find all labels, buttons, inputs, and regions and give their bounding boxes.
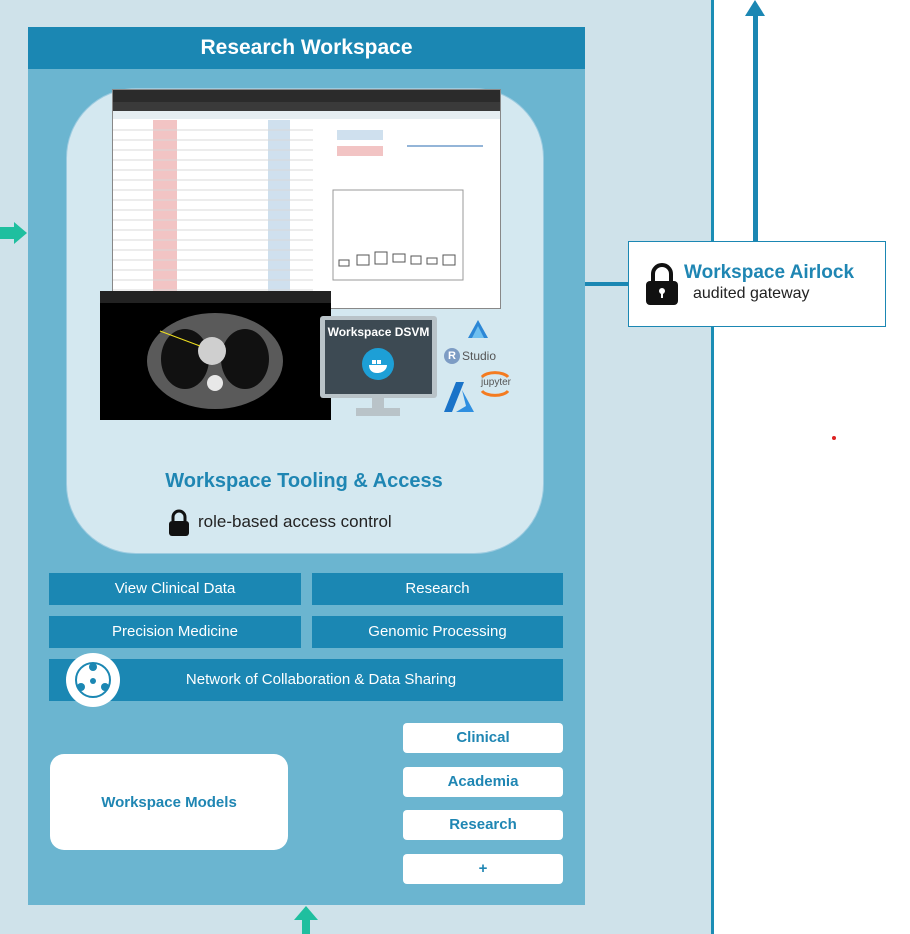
dsvm-label: Workspace DSVM (327, 325, 430, 339)
workspace-models-label: Workspace Models (101, 793, 237, 811)
left-arrow (0, 222, 27, 244)
ct-scan-graphic (100, 291, 331, 409)
rstudio-icon: R (444, 348, 460, 364)
red-dot (832, 436, 836, 440)
access-control-text: role-based access control (198, 512, 392, 531)
analytics-screenshot (112, 89, 501, 309)
tooling-title: Workspace Tooling & Access (165, 470, 443, 492)
jupyter-icon (480, 371, 510, 397)
airlock-subtitle: audited gateway (693, 285, 810, 302)
azure-icon (444, 382, 474, 412)
divider-line (711, 0, 714, 934)
bottom-arrow-head (294, 906, 318, 920)
model-add[interactable]: + (403, 854, 563, 884)
genomic-processing-button[interactable]: Genomic Processing (312, 616, 563, 648)
collaboration-icon (66, 653, 120, 707)
jupyter-logo-text: jupyter (481, 377, 512, 388)
model-clinical[interactable]: Clinical (403, 723, 563, 753)
precision-medicine-button[interactable]: Precision Medicine (49, 616, 301, 648)
model-research[interactable]: Research (403, 810, 563, 840)
workspace-models-box: Workspace Models (50, 754, 288, 850)
model-academia[interactable]: Academia (403, 767, 563, 797)
airlock-connector (585, 282, 628, 286)
analytics-screenshot-graphic (113, 120, 500, 308)
monitor-stand (356, 396, 400, 416)
access-control-row: role-based access control (168, 507, 392, 537)
ct-scan-image (100, 291, 331, 420)
azure-ml-icon (468, 320, 488, 338)
view-clinical-data-button[interactable]: View Clinical Data (49, 573, 301, 605)
airlock-title: Workspace Airlock (684, 262, 855, 283)
bottom-arrow-shaft (302, 918, 310, 934)
docker-icon (362, 348, 394, 380)
airlock-up-shaft (753, 12, 758, 241)
rstudio-logo-text: Studio (462, 349, 497, 363)
lock-icon (169, 509, 189, 536)
airlock-up-head (745, 0, 765, 16)
airlock-lock-icon (646, 263, 678, 305)
network-collaboration-button[interactable]: Network of Collaboration & Data Sharing (49, 659, 563, 701)
research-button[interactable]: Research (312, 573, 563, 605)
page-title: Research Workspace (28, 27, 585, 69)
